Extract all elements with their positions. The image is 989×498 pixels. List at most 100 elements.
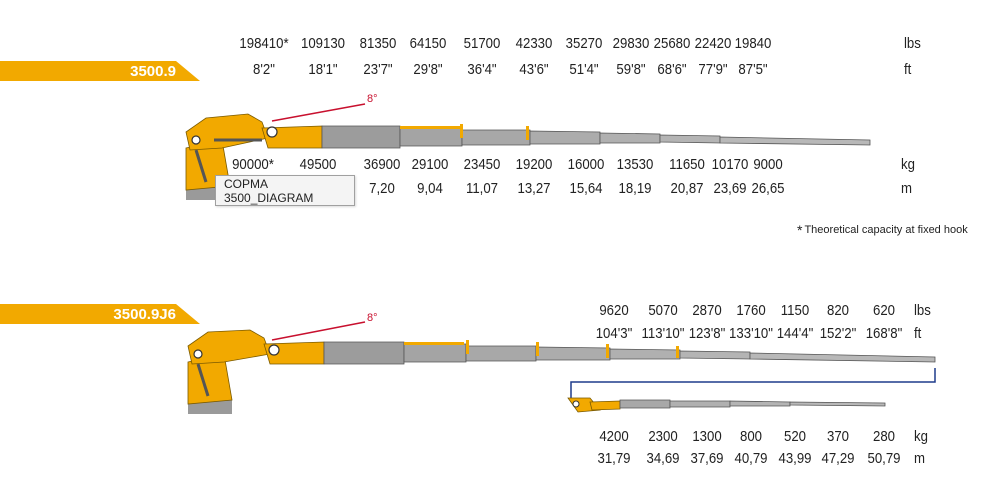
value-cell: 168'8"	[865, 325, 903, 342]
value-cell: 36900	[363, 156, 401, 173]
boom-section	[321, 125, 401, 149]
value-cell: 26,65	[751, 180, 785, 197]
value-cell: 47,29	[821, 450, 855, 467]
value-cell: 37,69	[690, 450, 724, 467]
boom-stripe	[676, 346, 679, 358]
value-cell: 25680	[653, 35, 691, 52]
boom-section	[535, 346, 611, 361]
value-cell: 18'1"	[308, 61, 338, 78]
boom-section	[323, 341, 405, 365]
jib-joint	[572, 400, 580, 408]
value-cell: 123'8"	[688, 325, 726, 342]
unit-kg: kg	[901, 156, 915, 173]
value-cell: 1760	[736, 302, 766, 319]
crane-cylinder	[194, 149, 208, 183]
value-cell: 50,79	[867, 450, 901, 467]
crane-main-arm	[185, 113, 269, 151]
crane-cylinder	[196, 363, 210, 397]
angle-label: 8°	[367, 93, 378, 105]
value-cell: 144'4"	[776, 325, 814, 342]
unit-m: m	[914, 450, 925, 467]
jib-link-line	[570, 368, 936, 398]
jib-section	[729, 400, 791, 407]
boom-section	[679, 350, 751, 360]
boom-stripe	[404, 342, 464, 345]
value-cell: 23'7"	[363, 61, 393, 78]
value-cell: 40,79	[734, 450, 768, 467]
crane-3500-9	[185, 103, 871, 200]
value-cell: 9620	[599, 302, 629, 319]
image-tooltip: COPMA 3500_DIAGRAM	[215, 175, 355, 206]
footnote-star: *	[797, 222, 803, 238]
value-cell: 23,69	[713, 180, 747, 197]
value-cell: 109130	[300, 35, 346, 52]
value-cell: 22420	[694, 35, 732, 52]
value-cell: 23450	[463, 156, 501, 173]
value-cell: 51700	[463, 35, 501, 52]
jib-section	[619, 399, 671, 409]
boom-stripe	[606, 344, 609, 358]
boom-stripe	[400, 126, 460, 129]
boom-section	[749, 352, 936, 363]
value-cell: 10170	[711, 156, 749, 173]
value-cell: 9,04	[417, 180, 443, 197]
value-cell: 7,20	[369, 180, 395, 197]
value-cell: 81350	[359, 35, 397, 52]
value-cell: 29100	[411, 156, 449, 173]
value-cell: 31,79	[597, 450, 631, 467]
value-cell: 42330	[515, 35, 553, 52]
value-cell: 11650	[669, 156, 705, 173]
jib-section	[669, 400, 731, 408]
value-cell: 68'6"	[657, 61, 687, 78]
boom-section	[403, 343, 467, 363]
footnote: *Theoretical capacity at fixed hook	[797, 222, 968, 238]
jib-arm	[589, 400, 621, 411]
value-cell: 1150	[780, 302, 810, 319]
boom-stripe	[526, 126, 529, 140]
value-cell: 16000	[567, 156, 605, 173]
value-cell: 152'2"	[819, 325, 857, 342]
crane-joint	[193, 349, 203, 359]
boom-stripe	[460, 124, 463, 138]
value-cell: 4200	[599, 428, 629, 445]
value-cell: 620	[872, 302, 896, 319]
value-cell: 19840	[734, 35, 772, 52]
value-cell: 43'6"	[519, 61, 549, 78]
boom-section	[719, 136, 871, 146]
value-cell: 13530	[616, 156, 654, 173]
unit-lbs: lbs	[914, 302, 931, 319]
value-cell: 370	[826, 428, 850, 445]
unit-lbs: lbs	[904, 35, 921, 52]
value-cell: 9000	[753, 156, 783, 173]
boom-section	[659, 134, 721, 144]
crane-3500-9j6	[187, 321, 936, 414]
jib-section	[789, 401, 886, 407]
angle-line	[271, 321, 366, 341]
value-cell: 29830	[612, 35, 650, 52]
value-cell: 15,64	[569, 180, 603, 197]
value-cell: 5070	[648, 302, 678, 319]
angle-label: 8°	[367, 312, 378, 324]
boom-section	[461, 129, 531, 146]
jib	[567, 397, 886, 413]
crane-joint	[191, 135, 201, 145]
unit-m: m	[901, 180, 912, 197]
value-cell: 133'10"	[729, 325, 773, 342]
unit-ft: ft	[914, 325, 922, 342]
value-cell: 820	[826, 302, 850, 319]
value-cell: 51'4"	[569, 61, 599, 78]
value-cell: 59'8"	[616, 61, 646, 78]
value-cell: 1300	[692, 428, 722, 445]
value-cell: 2300	[648, 428, 678, 445]
model-badge-3500-9: 3500.9	[0, 61, 200, 81]
value-cell: 77'9"	[698, 61, 728, 78]
value-cell: 18,19	[618, 180, 652, 197]
unit-kg: kg	[914, 428, 928, 445]
value-cell: 198410*	[239, 35, 289, 52]
value-cell: 19200	[515, 156, 553, 173]
crane-base	[188, 400, 232, 414]
value-cell: 43,99	[778, 450, 812, 467]
angle-line	[271, 103, 366, 122]
crane-main-arm	[187, 329, 271, 365]
